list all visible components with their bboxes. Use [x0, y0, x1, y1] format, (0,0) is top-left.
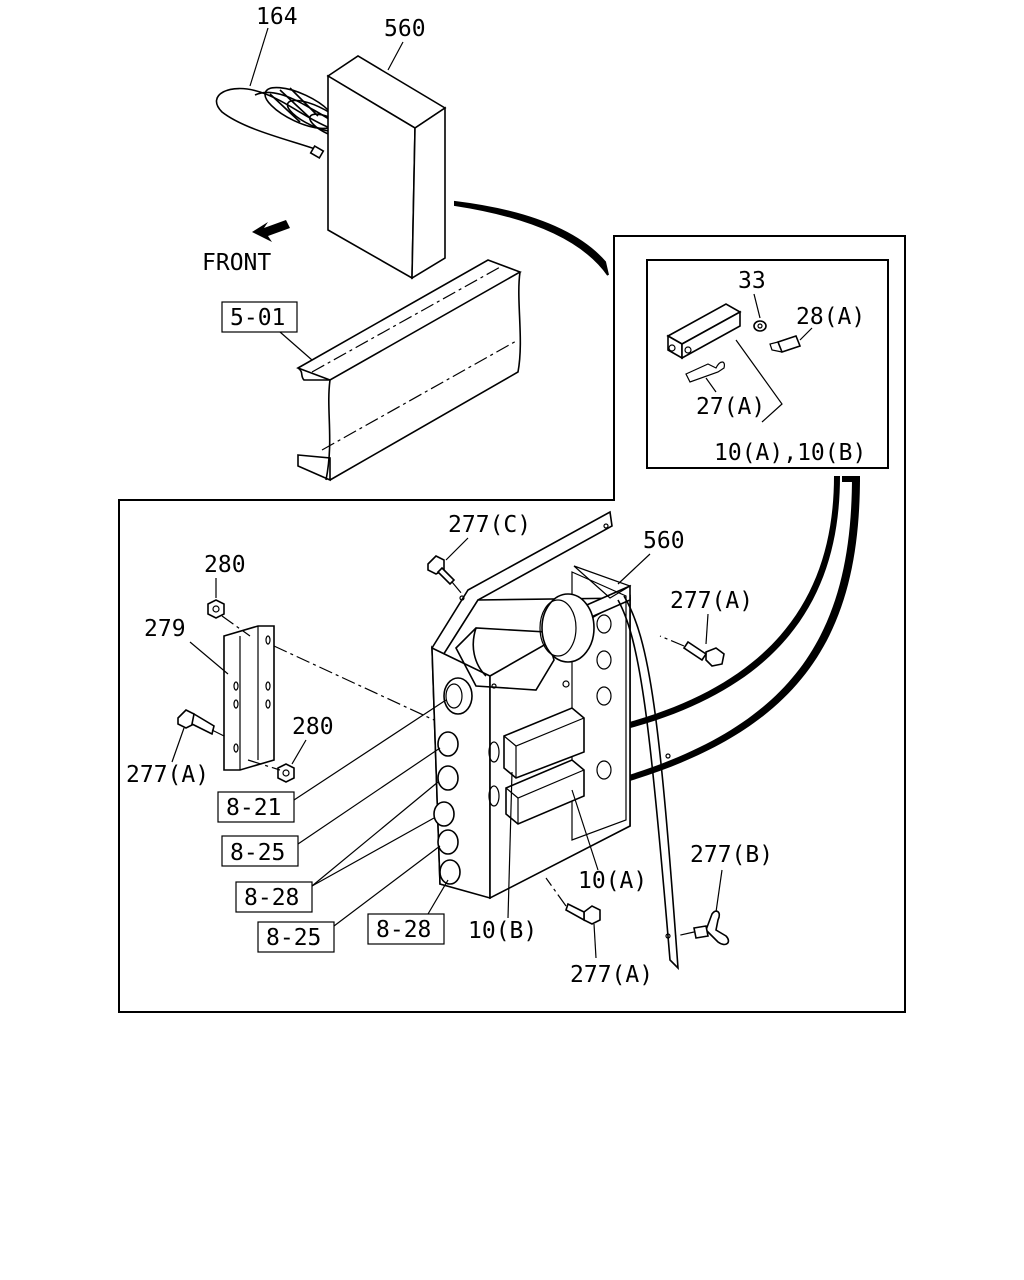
leader-8-28-a2 [311, 817, 435, 887]
leader-280-bottom [291, 739, 307, 765]
label-277a-bottom: 277(A) [570, 962, 653, 988]
inset-leader-33 [753, 293, 761, 319]
label-10b: 10(B) [468, 918, 537, 944]
leader-10a [571, 789, 599, 871]
inset-label-10ab: 10(A),10(B) [714, 440, 866, 466]
inset-frame [646, 259, 889, 469]
inset-leader-10 [735, 339, 783, 423]
nut-top-line [221, 615, 251, 637]
ref-label-8-28-a[interactable]: 8-28 [244, 885, 299, 911]
leader-8-28-a1 [311, 781, 439, 887]
leader-279 [189, 641, 229, 675]
front-arrow-icon [252, 220, 290, 242]
label-560-top: 560 [384, 16, 426, 42]
nut-280-top [207, 599, 225, 619]
ref-box-8-28-b[interactable] [367, 913, 445, 945]
inset-relay-drawing [666, 303, 802, 383]
frame-beam [296, 259, 522, 482]
inset-label-28a: 28(A) [796, 304, 865, 330]
control-box-560 [431, 510, 679, 971]
bracket-mount-line [273, 645, 435, 721]
leader-277c [445, 537, 469, 561]
label-280-bottom: 280 [292, 714, 334, 740]
bolt-277a-left [177, 709, 215, 736]
leader-8-28-b [427, 879, 449, 915]
connector-cap [842, 476, 860, 482]
bolt-277a-bottom [565, 902, 601, 925]
bolt-277a-right [682, 640, 725, 667]
ref-label-8-28-b[interactable]: 8-28 [376, 917, 431, 943]
screw-277c [427, 555, 456, 586]
bracket-279 [223, 625, 275, 771]
ref-label-8-25-a[interactable]: 8-25 [230, 840, 285, 866]
leader-277b [715, 869, 723, 913]
ref-box-8-28-a[interactable] [235, 881, 313, 913]
ref-box-8-25-a[interactable] [221, 835, 299, 867]
wing-bolt-277b [693, 910, 730, 946]
leader-10b [507, 771, 513, 919]
unit-560-box [326, 55, 447, 280]
front-label: FRONT [202, 250, 271, 276]
leader-560-top [387, 41, 404, 71]
nut-bottom-line [247, 759, 281, 771]
bolt-left-line [211, 729, 229, 739]
ref-box-8-25-b[interactable] [257, 921, 335, 953]
leader-560-main [617, 553, 651, 585]
nut-280-bottom [277, 763, 295, 783]
ref-box-8-21[interactable] [217, 791, 295, 823]
label-277a-left: 277(A) [126, 762, 209, 788]
label-277a-right: 277(A) [670, 588, 753, 614]
leader-277a-left [171, 727, 185, 763]
screw-277c-line [451, 581, 463, 595]
label-277b: 277(B) [690, 842, 773, 868]
label-279: 279 [144, 616, 186, 642]
leader-8-25-b [333, 845, 441, 927]
ref-box-5-01[interactable] [221, 301, 298, 333]
leader-277a-bottom [593, 923, 597, 959]
label-560-main: 560 [643, 528, 685, 554]
bolt-bottom-line [545, 877, 567, 907]
ref-label-8-25-b[interactable]: 8-25 [266, 925, 321, 951]
label-10a: 10(A) [578, 868, 647, 894]
ref-label-5-01[interactable]: 5-01 [230, 305, 285, 331]
inset-leader-27a [705, 377, 717, 393]
label-280-top: 280 [204, 552, 246, 578]
inset-leader-28a [799, 327, 813, 341]
label-277c: 277(C) [448, 512, 531, 538]
wing-bolt-line [675, 931, 695, 937]
connector-curve-top [454, 200, 609, 276]
leader-277a-right [705, 613, 709, 645]
inset-label-27a: 27(A) [696, 394, 765, 420]
bolt-right-line [659, 635, 685, 647]
ref-label-8-21[interactable]: 8-21 [226, 795, 281, 821]
leader-164 [249, 27, 269, 87]
leader-5-01 [279, 331, 313, 361]
leader-8-21 [293, 699, 447, 801]
main-view-frame [118, 235, 906, 1013]
label-164: 164 [256, 4, 298, 30]
inset-label-33: 33 [738, 268, 766, 294]
leader-8-25-a [297, 747, 441, 845]
